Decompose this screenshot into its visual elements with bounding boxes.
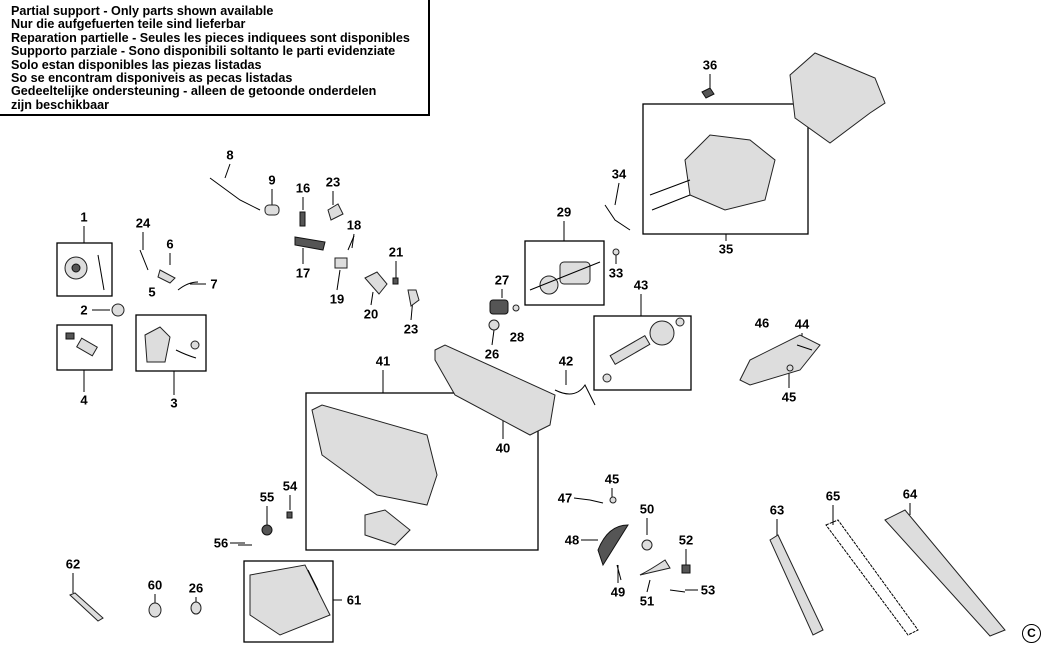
part-label: 54 — [282, 478, 298, 494]
part-label: 19 — [329, 291, 345, 307]
group-box-61 — [243, 560, 334, 643]
part-label: 17 — [295, 265, 311, 281]
part-label: 64 — [902, 486, 918, 502]
part-label: 23 — [325, 174, 341, 190]
part-label: 46 — [754, 315, 770, 331]
part-label: 53 — [700, 582, 716, 598]
part-label: 9 — [268, 172, 276, 188]
part-label: 49 — [610, 584, 626, 600]
part-label: 63 — [769, 502, 785, 518]
part-label: 60 — [147, 577, 163, 593]
part-label: 45 — [604, 471, 620, 487]
copyright-symbol: C — [1022, 624, 1041, 643]
part-label: 24 — [135, 215, 151, 231]
part-label: 42 — [558, 353, 574, 369]
part-label: 7 — [210, 276, 218, 292]
notice-line: Solo estan disponibles las piezas listad… — [11, 57, 262, 72]
part-label: 61 — [346, 592, 362, 608]
part-label: 2 — [80, 302, 88, 318]
group-box-43 — [593, 315, 692, 391]
part-label: 29 — [556, 204, 572, 220]
part-label: 18 — [346, 217, 362, 233]
part-label: 27 — [494, 272, 510, 288]
part-label: 16 — [295, 180, 311, 196]
part-label: 52 — [678, 532, 694, 548]
part-label: 3 — [170, 395, 178, 411]
part-label: 5 — [148, 284, 156, 300]
part-label: 45 — [781, 389, 797, 405]
notice-line: Reparation partielle - Seules les pieces… — [11, 30, 410, 45]
part-label: 4 — [80, 392, 88, 408]
part-label: 65 — [825, 488, 841, 504]
part-label: 20 — [363, 306, 379, 322]
group-box-3 — [135, 314, 207, 372]
part-label: 40 — [495, 440, 511, 456]
part-label: 44 — [794, 316, 810, 332]
part-label: 1 — [80, 209, 88, 225]
part-label: 33 — [608, 265, 624, 281]
notice-line: Gedeeltelijke ondersteuning - alleen de … — [11, 84, 377, 99]
part-label: 50 — [639, 501, 655, 517]
leader-lines — [72, 74, 911, 605]
part-label: 35 — [718, 241, 734, 257]
notice-line: zijn beschikbaar — [11, 97, 109, 112]
part-label: 56 — [213, 535, 229, 551]
part-label: 6 — [166, 236, 174, 252]
part-label: 21 — [388, 244, 404, 260]
part-label: 26 — [484, 346, 500, 362]
part-label: 23 — [403, 321, 419, 337]
part-label: 26 — [188, 580, 204, 596]
part-label: 55 — [259, 489, 275, 505]
notice-line: Partial support - Only parts shown avail… — [11, 4, 274, 18]
availability-notice: Partial support - Only parts shown avail… — [0, 0, 430, 116]
part-label: 34 — [611, 166, 627, 182]
notice-line: Nur die aufgefuerten teile sind lieferba… — [11, 17, 246, 32]
part-label: 51 — [639, 593, 655, 609]
part-label: 8 — [226, 147, 234, 163]
part-label: 48 — [564, 532, 580, 548]
part-shapes — [64, 52, 1006, 637]
part-label: 28 — [509, 329, 525, 345]
part-label: 43 — [633, 277, 649, 293]
part-label: 41 — [375, 353, 391, 369]
part-label: 47 — [557, 490, 573, 506]
notice-line: So se encontram disponiveis as pecas lis… — [11, 71, 293, 86]
part-label: 36 — [702, 57, 718, 73]
part-label: 62 — [65, 556, 81, 572]
group-box-41 — [305, 392, 539, 551]
notice-line: Supporto parziale - Sono disponibili sol… — [11, 44, 396, 59]
